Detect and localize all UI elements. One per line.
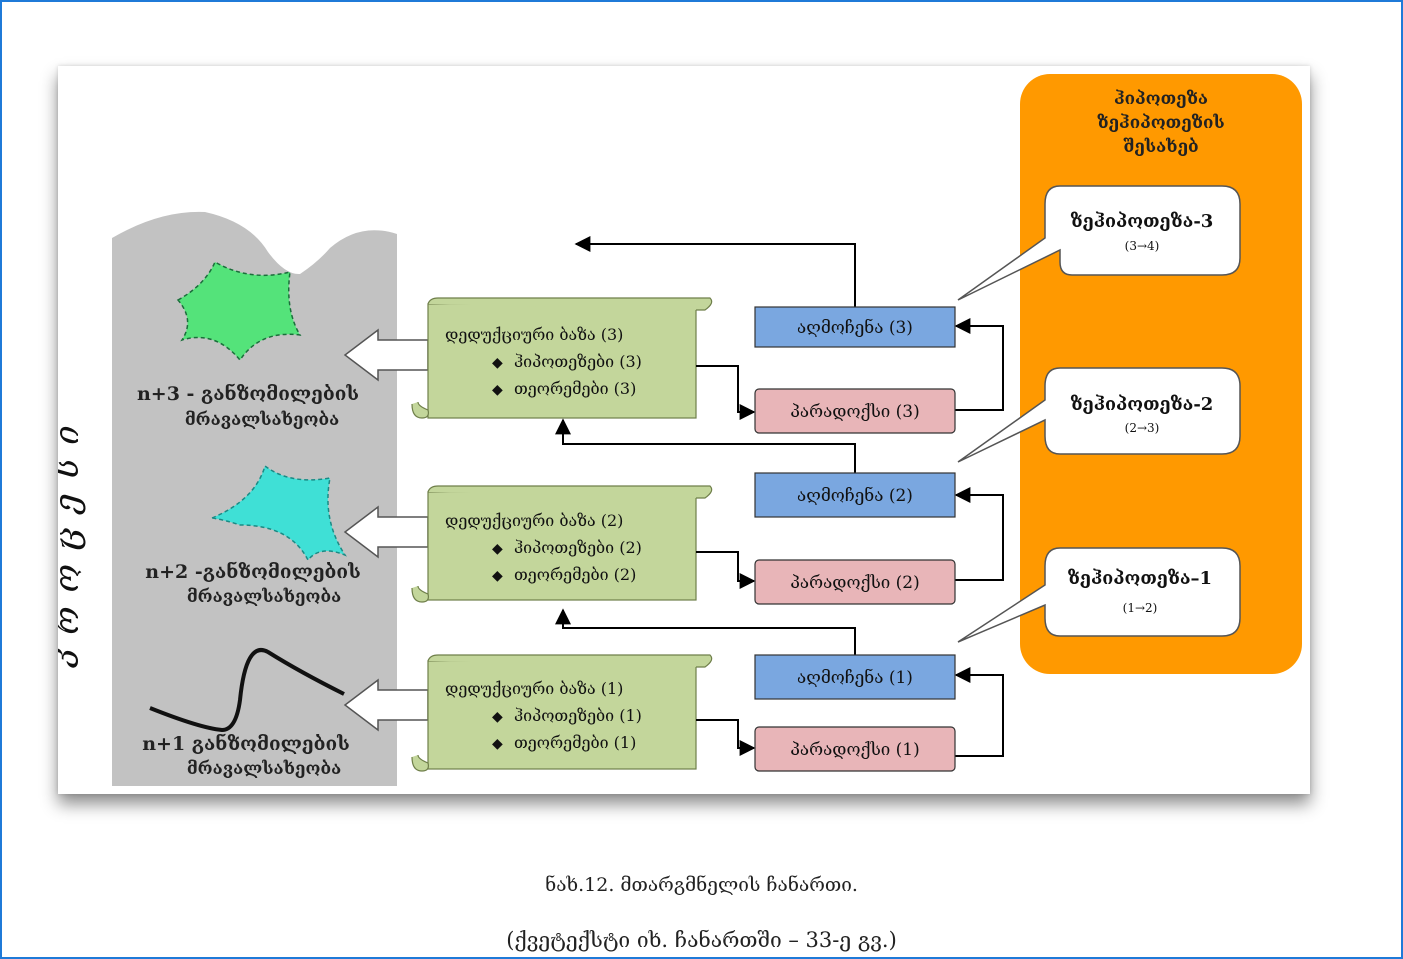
discovery-box-1 [754,654,956,700]
manifold-label-3: n+3 - განზომილების [137,382,359,405]
discovery-label-2: აღმოჩენა (2) [797,486,913,506]
projection-arrow-1 [343,678,429,732]
hypothesis-title-1: ჰიპოთეზა [1114,89,1208,109]
diagram: პროცესი n+3 - განზომილების მრავალსახეობა… [58,74,1302,786]
manifold-label-2b: მრავალსახეობა [187,587,341,607]
discovery-label-3: აღმოჩენა (3) [797,318,913,338]
manifold-label-1: n+1 განზომილების [142,732,350,755]
paradox-box-3 [754,388,956,434]
paradox-label-3: პარადოქსი (3) [790,402,920,422]
scroll-3: დედუქციური ბაზა (3) ◆ ჰიპოთეზები (3) ◆ თ… [411,297,713,419]
scroll-bullet: ◆ [492,568,503,584]
scroll-bullet: ◆ [492,709,503,725]
scroll-1: დედუქციური ბაზა (1) ◆ ჰიპოთეზები (1) ◆ თ… [411,654,713,772]
hypothesis-title-2: ზეჰიპოთეზის [1097,113,1224,133]
paradox-label-2: პარადოქსი (2) [790,573,920,593]
figure-caption: ნახ.12. მთარგმნელის ჩანართი. [545,874,858,896]
manifold-label-1b: მრავალსახეობა [187,759,341,779]
sidebar-label: პროცესი [58,411,87,668]
scroll-title: დედუქციური ბაზა (2) [445,511,623,530]
scroll-title: დედუქციური ბაზა (3) [445,325,623,344]
paradox-box-1 [754,726,956,772]
scroll-bullet: ◆ [492,382,503,398]
discovery-label-1: აღმოჩენა (1) [797,668,913,688]
projection-arrow-3 [343,328,429,382]
callout-label-3: ზეჰიპოთეზა-3 [1071,211,1214,232]
callout-sub-1: (1→2) [1123,601,1158,615]
scroll-bullet: ◆ [492,736,503,752]
connectors [555,236,1004,757]
callout-2: ზეჰიპოთეზა-2 (2→3) [957,367,1241,463]
discovery-box-2 [754,472,956,518]
scroll-item: ჰიპოთეზები (2) [514,538,642,557]
scroll-item: თეორემები (1) [514,733,636,752]
scroll-item: ჰიპოთეზები (1) [514,706,642,725]
callout-label-1: ზეჰიპოთეზა–1 [1068,568,1212,589]
callout-1: ზეჰიპოთეზა–1 (1→2) [957,547,1241,643]
projection-arrow-2 [343,505,429,559]
callout-sub-2: (2→3) [1125,421,1160,435]
callout-label-2: ზეჰიპოთეზა-2 [1071,394,1214,415]
scroll-item: ჰიპოთეზები (3) [514,352,642,371]
figure-caption-note: (ქვეტექსტი იხ. ჩანართში – 33-ე გვ.) [506,928,897,952]
curve-manifold-icon [149,648,345,733]
scroll-item: თეორემები (3) [514,379,636,398]
scroll-title: დედუქციური ბაზა (1) [445,679,623,698]
hypothesis-title-3: შესახებ [1123,137,1198,157]
manifold-label-3b: მრავალსახეობა [185,410,339,430]
paradox-label-1: პარადოქსი (1) [790,740,920,760]
discovery-box-3 [754,306,956,348]
cyan-manifold-icon [209,464,347,562]
scroll-2: დედუქციური ბაზა (2) ◆ ჰიპოთეზები (2) ◆ თ… [411,485,713,603]
callout-3: ზეჰიპოთეზა-3 (3→4) [957,185,1241,301]
scroll-item: თეორემები (2) [514,565,636,584]
green-manifold-icon [176,260,302,362]
scroll-bullet: ◆ [492,541,503,557]
paradox-box-2 [754,559,956,605]
manifold-label-2: n+2 -განზომილების [145,560,360,583]
callout-sub-3: (3→4) [1125,239,1160,253]
scroll-bullet: ◆ [492,355,503,371]
